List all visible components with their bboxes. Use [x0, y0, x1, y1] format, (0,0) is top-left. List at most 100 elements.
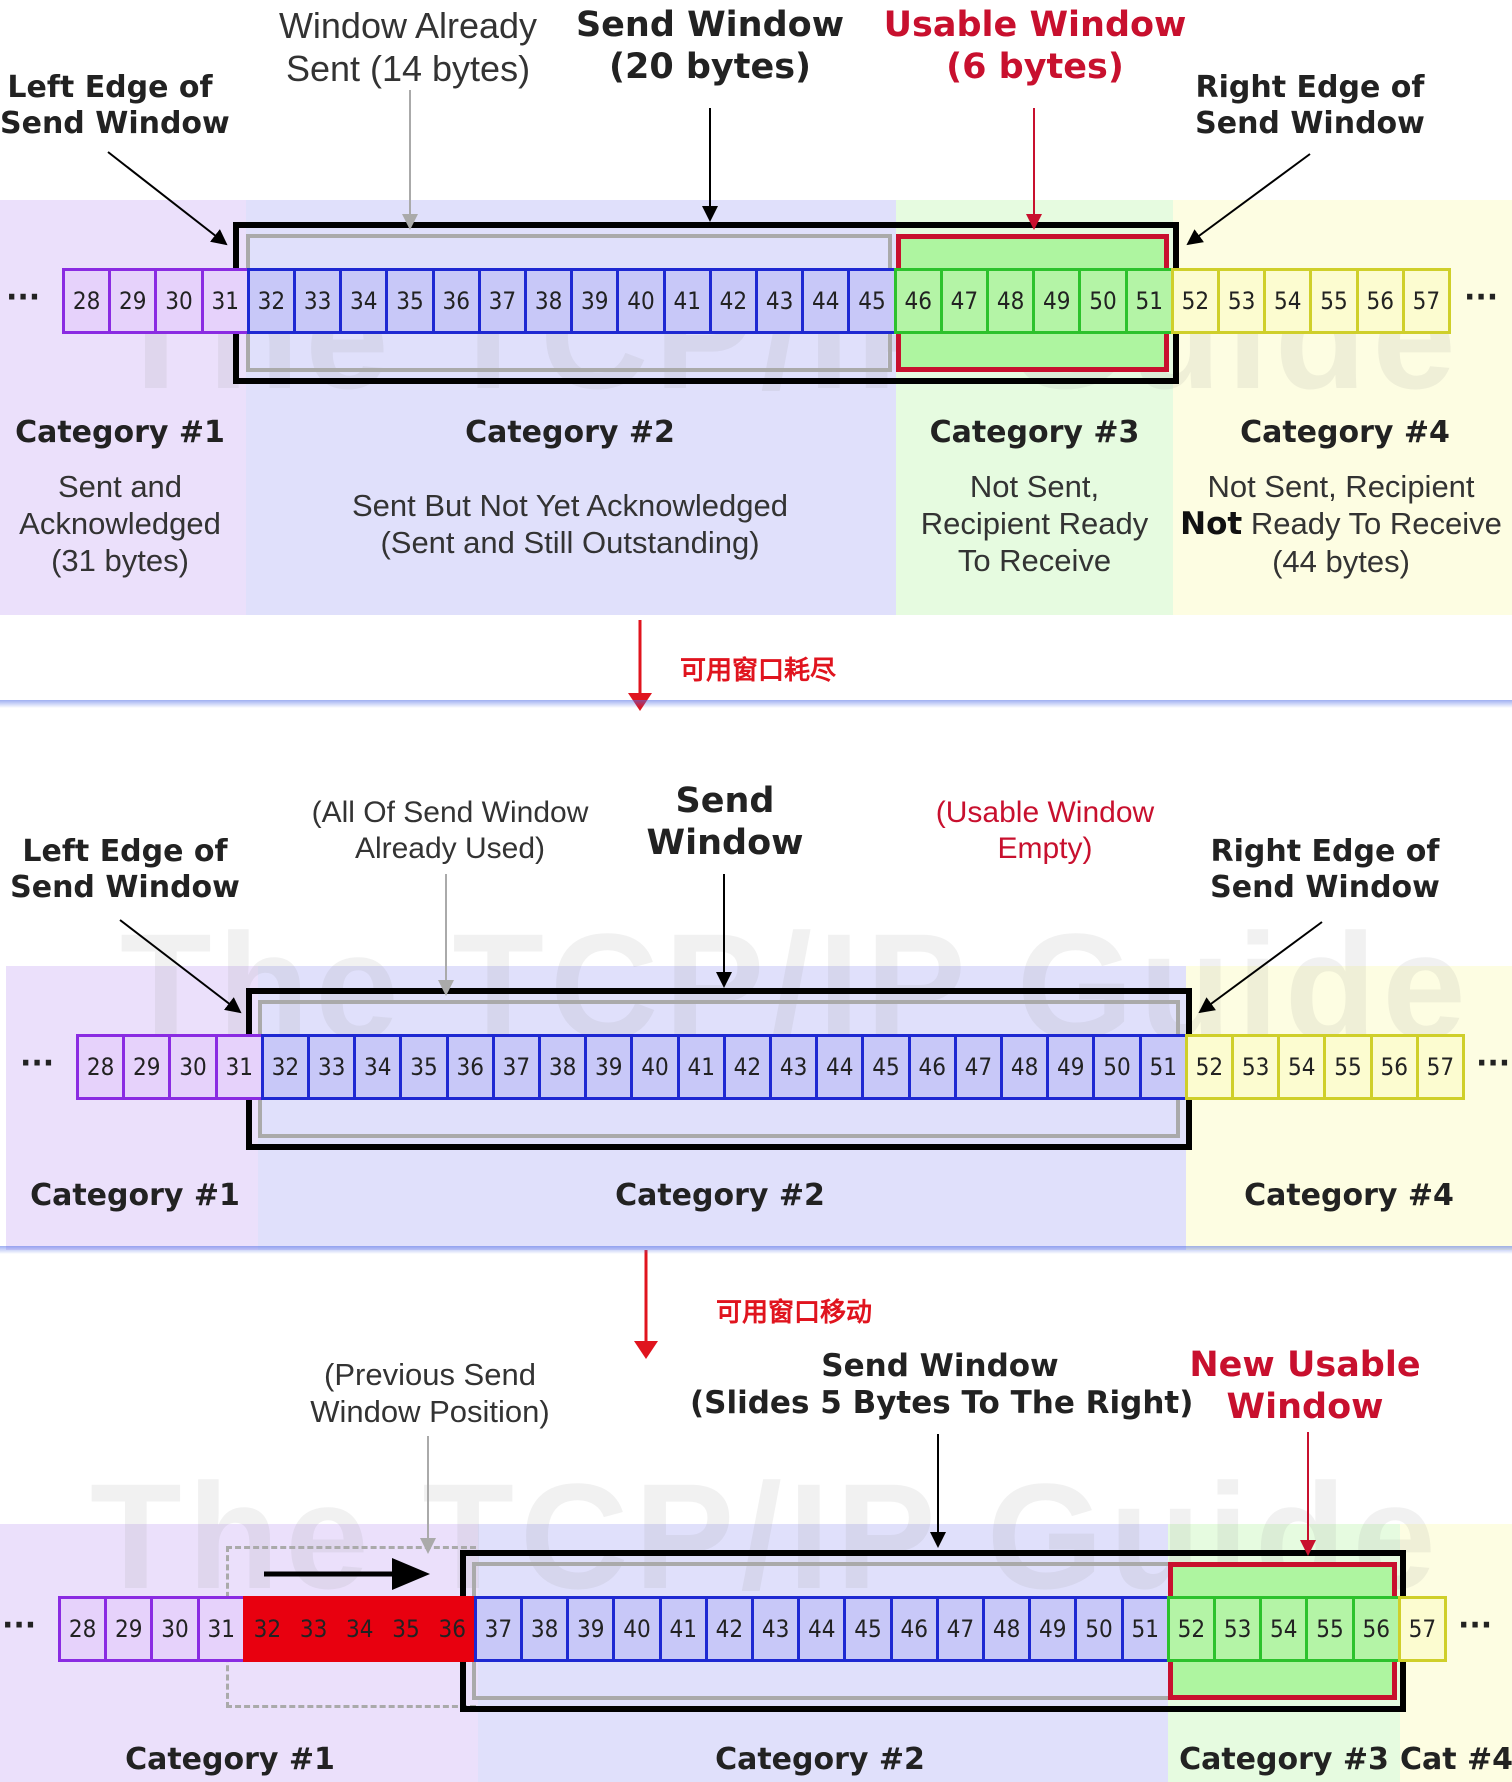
byte-cell-53: 53: [1213, 1596, 1263, 1662]
byte-cell-42: 42: [704, 1596, 754, 1662]
category-3-title: Category #3: [929, 415, 1140, 450]
byte-cell-55: 55: [1309, 268, 1359, 334]
cat2-band: [258, 966, 1186, 1250]
byte-cell-40: 40: [616, 268, 666, 334]
byte-cell-35: 35: [399, 1034, 449, 1100]
byte-cell-57: 57: [1401, 268, 1451, 334]
byte-cell-29: 29: [122, 1034, 172, 1100]
category-2-title: Category #2: [715, 1742, 925, 1777]
byte-cell-56: 56: [1351, 1596, 1401, 1662]
byte-cell-39: 39: [584, 1034, 634, 1100]
byte-cell-57: 57: [1415, 1034, 1465, 1100]
byte-cell-48: 48: [1000, 1034, 1050, 1100]
byte-cell-41: 41: [662, 268, 712, 334]
byte-cell-32: 32: [260, 1034, 310, 1100]
byte-cell-52: 52: [1170, 268, 1220, 334]
byte-cell-51: 51: [1124, 268, 1174, 334]
byte-cell-42: 42: [708, 268, 758, 334]
byte-cell-54: 54: [1277, 1034, 1327, 1100]
byte-cell-36: 36: [427, 1596, 477, 1662]
byte-cell-52: 52: [1184, 1034, 1234, 1100]
category-2-desc: Sent But Not Yet Acknowledged(Sent and S…: [351, 488, 789, 561]
byte-cell-43: 43: [769, 1034, 819, 1100]
byte-cell-40: 40: [612, 1596, 662, 1662]
byte-cell-54: 54: [1259, 1596, 1309, 1662]
byte-cell-54: 54: [1263, 268, 1313, 334]
byte-cell-38: 38: [524, 268, 574, 334]
byte-cell-45: 45: [843, 1596, 893, 1662]
ellipsis-right: ···: [1464, 280, 1499, 315]
byte-cell-50: 50: [1074, 1596, 1124, 1662]
byte-cell-37: 37: [473, 1596, 523, 1662]
category-2-title: Category #2: [465, 415, 675, 450]
byte-cell-46: 46: [889, 1596, 939, 1662]
byte-cell-34: 34: [353, 1034, 403, 1100]
byte-cell-46: 46: [907, 1034, 957, 1100]
byte-cell-36: 36: [431, 268, 481, 334]
byte-cell-32: 32: [246, 268, 296, 334]
byte-cell-55: 55: [1305, 1596, 1355, 1662]
byte-cell-44: 44: [801, 268, 851, 334]
byte-cell-47: 47: [935, 1596, 985, 1662]
byte-cell-43: 43: [755, 268, 805, 334]
byte-cell-51: 51: [1120, 1596, 1170, 1662]
send-window-label: Send Window(20 bytes): [575, 5, 845, 87]
byte-cell-49: 49: [1028, 1596, 1078, 1662]
cat4-band: [1186, 966, 1512, 1250]
byte-cell-41: 41: [658, 1596, 708, 1662]
byte-cell-52: 52: [1166, 1596, 1216, 1662]
category-4-title: Category #4: [1240, 415, 1450, 450]
byte-cell-33: 33: [307, 1034, 357, 1100]
category-4-desc: Not Sent, Recipient Not Ready To Receive…: [1180, 469, 1502, 580]
byte-cell-56: 56: [1355, 268, 1405, 334]
byte-cell-38: 38: [520, 1596, 570, 1662]
ellipsis-right: ···: [1476, 1046, 1511, 1081]
byte-cell-34: 34: [339, 268, 389, 334]
byte-cell-33: 33: [289, 1596, 339, 1662]
byte-cell-36: 36: [445, 1034, 495, 1100]
byte-cell-55: 55: [1323, 1034, 1373, 1100]
separator-2: [0, 1246, 1512, 1254]
byte-cell-41: 41: [676, 1034, 726, 1100]
byte-cell-40: 40: [630, 1034, 680, 1100]
ellipsis-left: ···: [20, 1046, 55, 1081]
byte-cell-37: 37: [477, 268, 527, 334]
byte-cell-30: 30: [154, 268, 204, 334]
byte-cell-28: 28: [62, 268, 112, 334]
byte-cell-44: 44: [797, 1596, 847, 1662]
byte-cell-31: 31: [200, 268, 250, 334]
byte-cell-35: 35: [385, 268, 435, 334]
byte-cell-50: 50: [1078, 268, 1128, 334]
transition-label-1: 可用窗口耗尽: [680, 656, 837, 686]
byte-cell-34: 34: [335, 1596, 385, 1662]
byte-cell-47: 47: [953, 1034, 1003, 1100]
byte-cell-43: 43: [751, 1596, 801, 1662]
byte-cell-38: 38: [538, 1034, 588, 1100]
byte-cell-44: 44: [815, 1034, 865, 1100]
byte-cell-39: 39: [570, 268, 620, 334]
byte-cell-53: 53: [1231, 1034, 1281, 1100]
byte-cell-31: 31: [196, 1596, 246, 1662]
byte-cell-45: 45: [861, 1034, 911, 1100]
byte-cell-30: 30: [168, 1034, 218, 1100]
byte-cell-48: 48: [982, 1596, 1032, 1662]
byte-cell-45: 45: [847, 268, 897, 334]
byte-cell-57: 57: [1397, 1596, 1447, 1662]
cat1-band: [6, 966, 258, 1250]
byte-cell-49: 49: [1032, 268, 1082, 334]
byte-cell-48: 48: [986, 268, 1036, 334]
category-1-title: Category #1: [15, 415, 225, 450]
byte-cell-32: 32: [242, 1596, 292, 1662]
byte-cell-29: 29: [104, 1596, 154, 1662]
